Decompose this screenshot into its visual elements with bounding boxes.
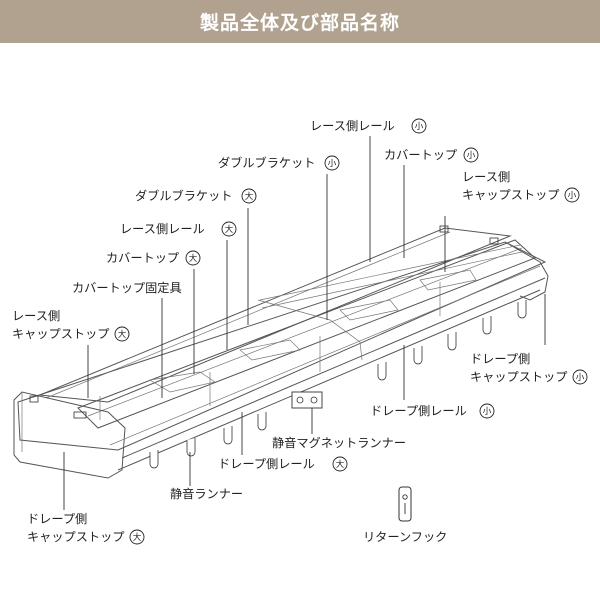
svg-text:ダブルブラケット: ダブルブラケット xyxy=(135,188,233,203)
svg-text:ドレープ側レール: ドレープ側レール xyxy=(370,404,467,418)
svg-text:大: 大 xyxy=(133,532,142,543)
svg-text:大: 大 xyxy=(189,253,198,264)
svg-text:大: 大 xyxy=(118,329,127,340)
label-silent-magnet-runner: 静音マグネットランナー xyxy=(272,435,406,450)
svg-text:大: 大 xyxy=(245,191,254,202)
header-banner: 製品全体及び部品名称 xyxy=(0,0,600,43)
label-cover-top-large: カバートップ 大 xyxy=(106,250,201,266)
svg-text:小: 小 xyxy=(415,121,424,132)
svg-text:ドレープ側: ドレープ側 xyxy=(27,512,87,526)
label-double-bracket-large: ダブルブラケット 大 xyxy=(135,188,257,204)
svg-text:ダブルブラケット: ダブルブラケット xyxy=(218,155,316,170)
svg-text:レース側レール: レース側レール xyxy=(120,222,205,236)
svg-text:キャップストップ: キャップストップ xyxy=(12,327,110,341)
label-lace-rail-large: レース側レール 大 xyxy=(120,221,237,237)
label-drape-rail-small: ドレープ側レール 小 xyxy=(370,403,495,419)
return-hook-illustration xyxy=(398,486,412,522)
svg-text:カバートップ: カバートップ xyxy=(384,148,457,162)
svg-text:大: 大 xyxy=(225,224,234,235)
label-drape-rail-large: ドレープ側レール 大 xyxy=(218,456,348,472)
svg-text:静音ランナー: 静音ランナー xyxy=(170,486,243,501)
leader-lines xyxy=(63,136,546,510)
label-cover-top-small: カバートップ 小 xyxy=(384,147,479,163)
svg-text:小: 小 xyxy=(328,158,337,169)
svg-text:カバートップ: カバートップ xyxy=(106,251,179,265)
label-drape-cap-stop-large: ドレープ側 キャップストップ 大 xyxy=(27,512,145,545)
label-lace-cap-stop-large: レース側 キャップストップ 大 xyxy=(12,309,130,342)
svg-text:ドレープ側: ドレープ側 xyxy=(470,352,530,366)
svg-text:小: 小 xyxy=(467,150,476,161)
label-lace-rail-small: レース側レール 小 xyxy=(310,118,427,134)
svg-text:大: 大 xyxy=(336,459,345,470)
svg-text:キャップストップ: キャップストップ xyxy=(462,188,560,202)
svg-text:レース側レール: レース側レール xyxy=(310,119,395,133)
svg-text:静音マグネットランナー: 静音マグネットランナー xyxy=(272,435,406,450)
rail-assembly-illustration xyxy=(13,225,549,479)
svg-text:リターンフック: リターンフック xyxy=(363,530,447,544)
svg-text:ドレープ側レール: ドレープ側レール xyxy=(218,457,315,471)
label-silent-runner: 静音ランナー xyxy=(170,486,243,501)
svg-text:カバートップ固定具: カバートップ固定具 xyxy=(72,280,182,295)
svg-text:小: 小 xyxy=(483,406,492,417)
label-double-bracket-small: ダブルブラケット 小 xyxy=(218,155,340,171)
label-lace-cap-stop-small: レース側 キャップストップ 小 xyxy=(462,170,580,203)
svg-text:小: 小 xyxy=(576,372,585,383)
svg-text:小: 小 xyxy=(568,190,577,201)
label-return-hook: リターンフック xyxy=(363,530,447,544)
page-title: 製品全体及び部品名称 xyxy=(199,12,400,34)
label-drape-cap-stop-small: ドレープ側 キャップストップ 小 xyxy=(470,352,588,385)
svg-text:レース側: レース側 xyxy=(12,309,60,323)
svg-text:キャップストップ: キャップストップ xyxy=(470,370,568,384)
svg-text:キャップストップ: キャップストップ xyxy=(27,530,125,544)
svg-text:レース側: レース側 xyxy=(462,170,510,184)
label-cover-top-fixture: カバートップ固定具 xyxy=(72,280,182,295)
